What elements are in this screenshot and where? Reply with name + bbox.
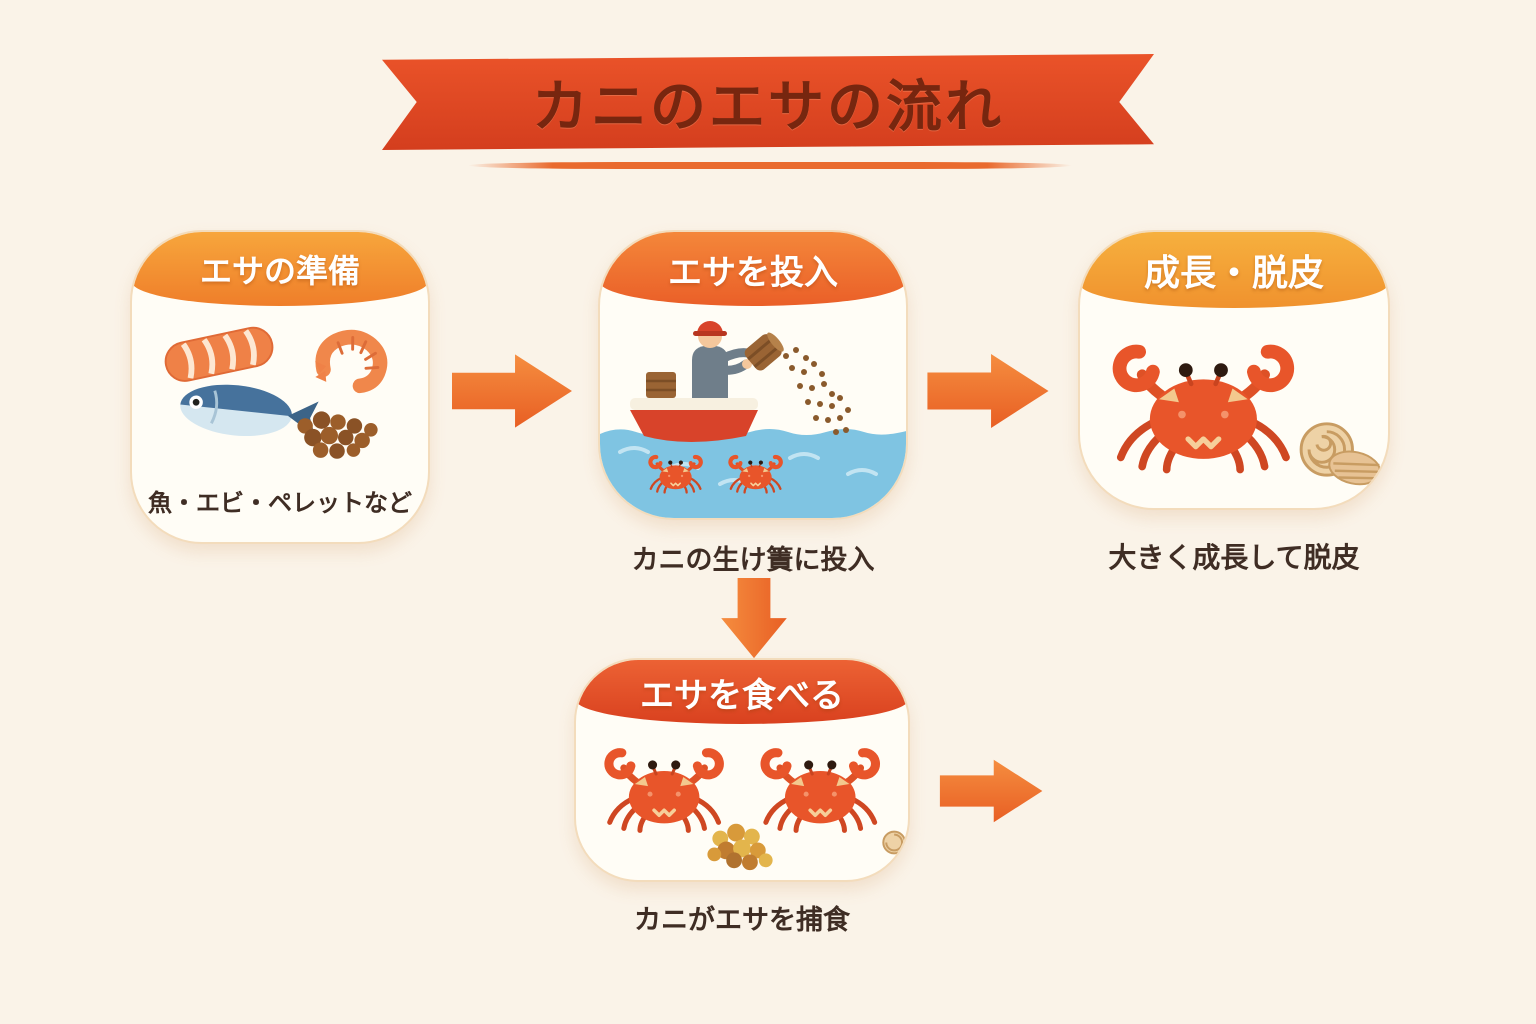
step-header: エサを食べる bbox=[576, 660, 908, 724]
page-title: カニのエサの流れ bbox=[532, 74, 1004, 140]
arrow-down-icon bbox=[721, 578, 787, 659]
step-card-prepare: エサの準備 bbox=[130, 230, 430, 544]
step-caption: カニがエサを捕食 bbox=[634, 905, 850, 936]
step-header: エサの準備 bbox=[132, 232, 428, 306]
arrow-right-icon bbox=[452, 354, 572, 428]
step-caption: 魚・エビ・ペレットなど bbox=[148, 489, 412, 517]
step-header: エサを投入 bbox=[600, 232, 906, 306]
grown-crab-shells-icon bbox=[1080, 326, 1388, 486]
crabs-eating-icon bbox=[576, 727, 907, 871]
step-card-feed: エサを投入 bbox=[598, 230, 908, 577]
title-ribbon: カニのエサの流れ bbox=[382, 54, 1154, 150]
arrow-right-icon bbox=[927, 354, 1049, 428]
fish-shrimp-pellets-icon bbox=[164, 326, 388, 459]
step-caption: 大きく成長して脱皮 bbox=[1108, 541, 1360, 574]
step-caption: カニの生け簀に投入 bbox=[631, 545, 875, 576]
boat-feeding-icon bbox=[600, 321, 906, 518]
title-underline bbox=[468, 162, 1072, 169]
arrow-right-icon bbox=[939, 759, 1043, 823]
step-header: 成長・脱皮 bbox=[1080, 232, 1388, 308]
step-card-eat: エサを食べる bbox=[574, 658, 910, 937]
step-card-grow: 成長・脱皮 大きく成長して脱皮 bbox=[1078, 230, 1390, 576]
